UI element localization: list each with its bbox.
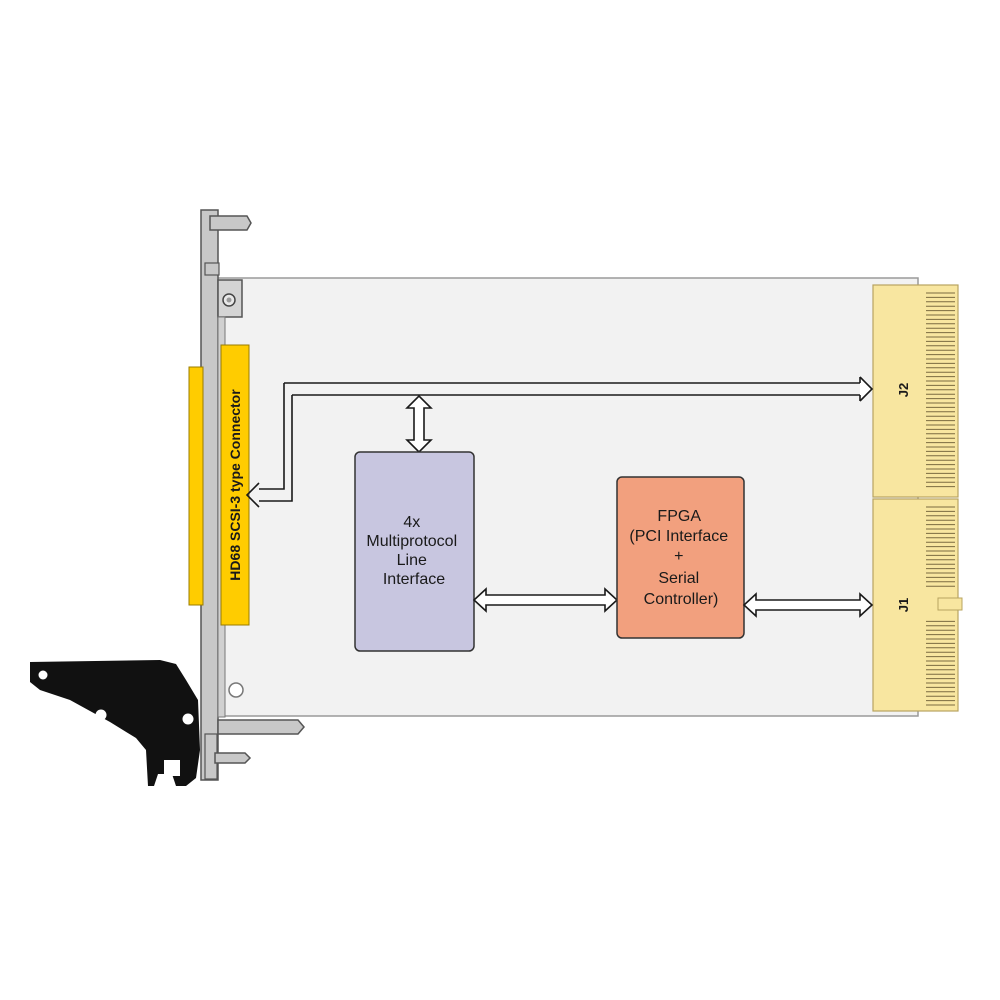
arrow-line-interface-fpga bbox=[472, 587, 619, 613]
j1-label: J1 bbox=[896, 598, 911, 612]
connector-j1 bbox=[872, 498, 963, 712]
fpga-line-5: Controller) bbox=[644, 591, 719, 608]
scsi-connector-label: HD68 SCSI-3 type Connector bbox=[227, 389, 243, 581]
pcb-board bbox=[214, 277, 919, 717]
line-interface-block bbox=[354, 451, 475, 652]
line-interface-label: 4x Multiprotocol Line Interface bbox=[366, 514, 461, 588]
mounting-hole bbox=[228, 682, 244, 698]
fpga-line-2: (PCI Interface bbox=[629, 528, 728, 545]
fpga-label: FPGA (PCI Interface + Serial Controller) bbox=[629, 508, 732, 608]
line-interface-line-4: Interface bbox=[383, 571, 445, 588]
line-interface-line-2: Multiprotocol bbox=[366, 533, 457, 550]
line-interface-line-3: Line bbox=[397, 552, 427, 569]
fpga-block bbox=[616, 476, 745, 639]
fpga-line-4: Serial bbox=[658, 570, 699, 587]
bus-arrow-j2-scsi bbox=[245, 376, 874, 508]
connector-j2 bbox=[872, 284, 959, 498]
arrow-fpga-j1 bbox=[742, 592, 874, 618]
fpga-line-1: FPGA bbox=[657, 508, 701, 525]
bus-arrow-to-line-interface bbox=[405, 394, 433, 454]
fpga-line-3: + bbox=[674, 548, 683, 565]
scsi-connector bbox=[188, 344, 250, 626]
ejector-handle[interactable] bbox=[30, 660, 200, 786]
line-interface-line-1: 4x bbox=[403, 514, 420, 531]
j2-label: J2 bbox=[896, 383, 911, 397]
